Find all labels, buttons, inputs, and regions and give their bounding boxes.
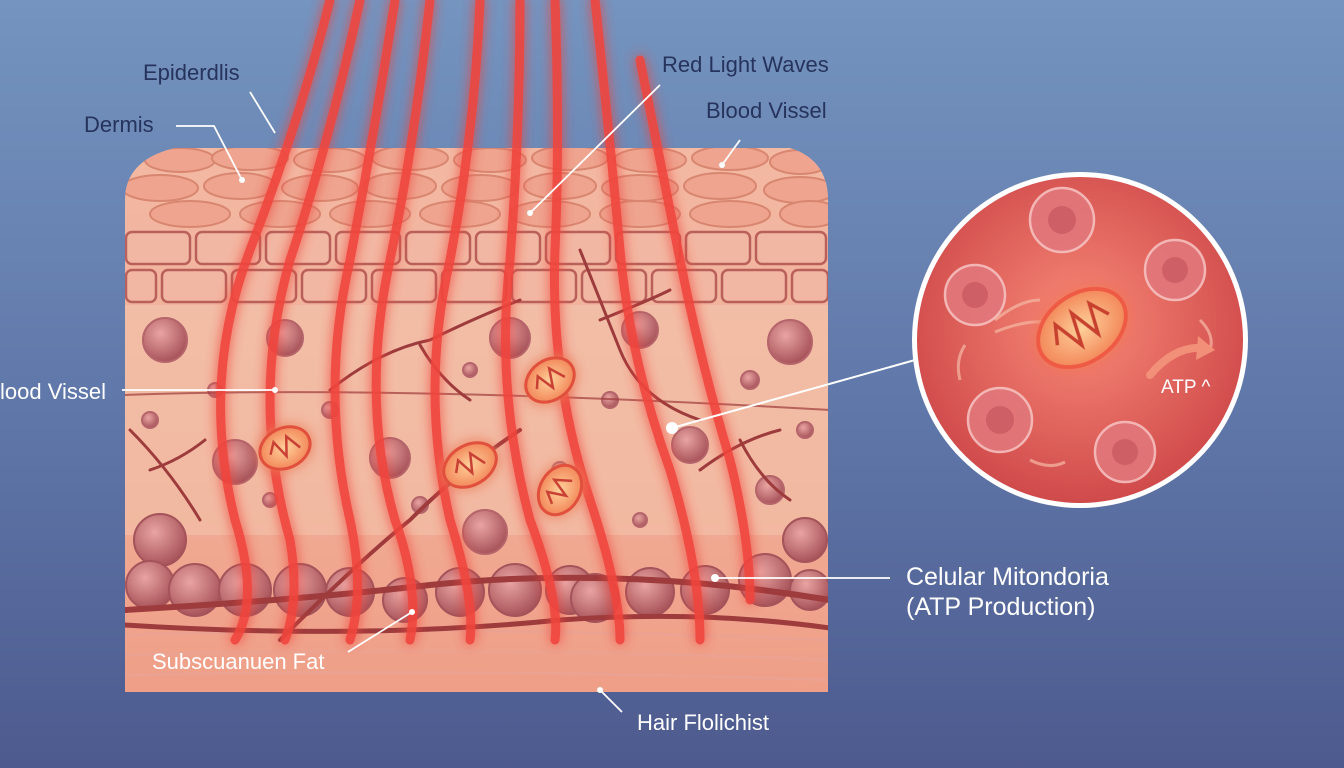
label-subcutaneous-fat: Subscuanuen Fat xyxy=(152,649,325,674)
label-blood-vessel-right: Blood Vissel xyxy=(706,98,827,123)
label-cellular-mitochondria: Celular Mitondoria (ATP Production) xyxy=(906,562,1109,622)
subcutaneous-stripes xyxy=(125,629,828,682)
label-atp: ATP ^ xyxy=(1161,377,1211,398)
leader-lines xyxy=(122,84,890,713)
label-epidermis: Epiderdlis xyxy=(143,60,240,85)
label-mitochondria-line2: (ATP Production) xyxy=(906,593,1096,621)
mitochondria-in-tissue xyxy=(258,356,584,517)
dermal-cells xyxy=(141,311,814,555)
label-red-light-waves: Red Light Waves xyxy=(662,52,829,77)
label-blood-vessel-left: lood Vissel xyxy=(0,379,106,404)
dermis-brick-layer xyxy=(125,230,828,304)
red-light-waves xyxy=(216,0,755,645)
label-mitochondria-line1: Celular Mitondoria xyxy=(906,563,1109,591)
skin-block xyxy=(125,148,828,692)
atp-arrow-icon xyxy=(1146,336,1215,379)
magnified-callout xyxy=(666,172,1248,508)
blood-vessels xyxy=(125,248,828,642)
label-dermis: Dermis xyxy=(84,112,154,137)
label-hair-follicle: Hair Flolichist xyxy=(637,710,770,735)
leader-dots xyxy=(239,162,725,693)
